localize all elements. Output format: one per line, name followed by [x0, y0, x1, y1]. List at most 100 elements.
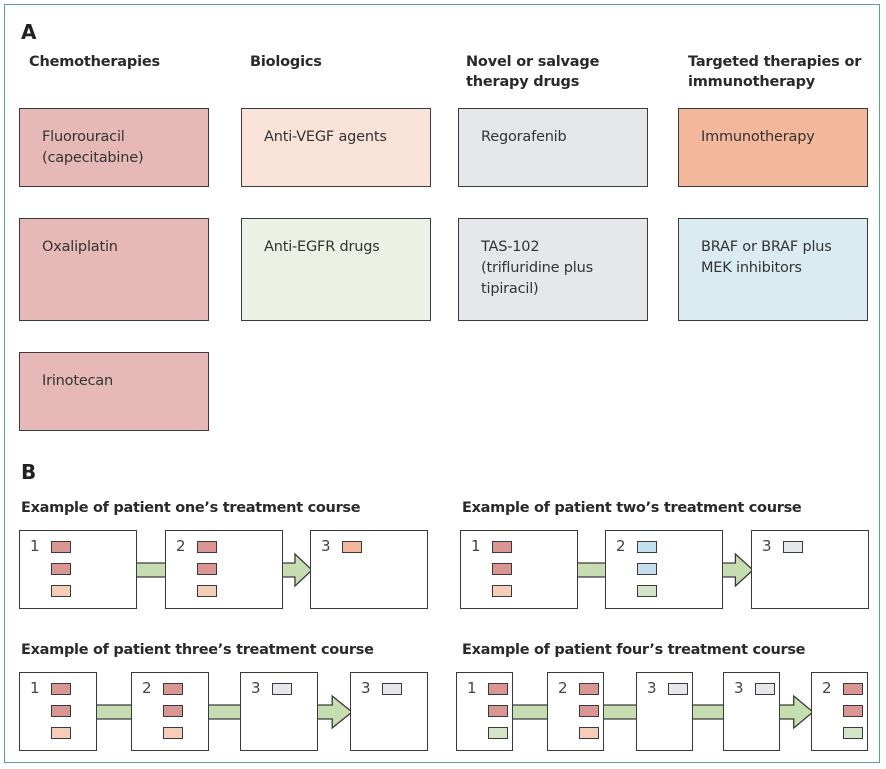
drug-name-line: Anti-VEGF agents	[264, 129, 387, 145]
line-number: 1	[471, 537, 481, 555]
bar-connector	[576, 561, 609, 578]
heading-line: immunotherapy	[688, 74, 816, 90]
patient-two-title: Example of patient two’s treatment cours…	[462, 500, 802, 516]
drug-chip-chemotherapy	[197, 541, 217, 553]
bar-shape	[135, 561, 169, 578]
drug-chip-salvage	[783, 541, 803, 553]
drug-box-regorafenib: Regorafenib	[458, 108, 648, 187]
treatment-line-box: 1	[19, 672, 97, 751]
drug-name-line: Regorafenib	[481, 129, 567, 145]
panel-a-label: A	[21, 20, 37, 44]
treatment-line-box: 3	[723, 672, 780, 751]
figure-frame	[4, 4, 880, 763]
drug-chip-chemotherapy	[488, 683, 508, 695]
heading-line: therapy drugs	[466, 74, 580, 90]
treatment-line-box: 3	[350, 672, 428, 751]
drug-box-immunotherapy: Immunotherapy	[678, 108, 868, 187]
drug-name-line: BRAF or BRAF plus	[701, 239, 832, 255]
drug-chip-chemotherapy	[843, 683, 863, 695]
drug-chip-anti-vegf	[197, 585, 217, 597]
arrow-connector	[281, 551, 313, 588]
line-number: 1	[30, 679, 40, 697]
drug-chip-salvage	[755, 683, 775, 695]
line-number: 2	[616, 537, 626, 555]
drug-name-line: Anti-EGFR drugs	[264, 239, 380, 255]
column-heading-biologics: Biologics	[250, 52, 322, 72]
drug-box-irinotecan: Irinotecan	[19, 352, 209, 431]
treatment-line-box: 2	[165, 530, 283, 609]
drug-chip-chemotherapy	[579, 705, 599, 717]
arrow-connector	[721, 552, 754, 587]
treatment-line-box: 3	[240, 672, 318, 751]
bar-shape	[511, 703, 551, 720]
column-heading-novel-salvage: Novel or salvage therapy drugs	[466, 52, 599, 92]
drug-chip-salvage	[668, 683, 688, 695]
treatment-line-box: 3	[310, 530, 428, 609]
drug-chip-anti-vegf	[51, 585, 71, 597]
treatment-line-box: 1	[456, 672, 513, 751]
bar-shape	[691, 703, 727, 720]
treatment-line-box: 2	[547, 672, 604, 751]
arrow-connector	[316, 694, 354, 729]
bar-shape	[95, 703, 135, 720]
drug-chip-chemotherapy	[843, 705, 863, 717]
arrow-connector	[778, 694, 815, 729]
drug-chip-chemotherapy	[197, 563, 217, 575]
treatment-line-box: 2	[131, 672, 209, 751]
drug-chip-anti-egfr	[843, 727, 863, 739]
bar-connector	[95, 703, 135, 720]
line-number: 2	[142, 679, 152, 697]
patient-one-title: Example of patient one’s treatment cours…	[21, 500, 361, 516]
drug-chip-immunotherapy	[342, 541, 362, 553]
drug-name-line: Immunotherapy	[701, 129, 815, 145]
line-number: 2	[558, 679, 568, 697]
drug-name-line: tipiracil)	[481, 281, 539, 297]
drug-name-line: (trifluridine plus	[481, 260, 593, 276]
patient-four-title: Example of patient four’s treatment cour…	[462, 642, 806, 658]
line-number: 3	[321, 537, 331, 555]
drug-box-braf-mek: BRAF or BRAF plus MEK inhibitors	[678, 218, 868, 321]
drug-name-line: TAS-102	[481, 239, 540, 255]
drug-chip-chemotherapy	[51, 683, 71, 695]
column-heading-targeted-immunotherapy: Targeted therapies or immunotherapy	[688, 52, 861, 92]
heading-line: Targeted therapies or	[688, 54, 862, 70]
column-heading-chemotherapies: Chemotherapies	[29, 52, 160, 72]
heading-line: Biologics	[250, 54, 322, 70]
drug-chip-chemotherapy	[163, 683, 183, 695]
drug-chip-chemotherapy	[492, 541, 512, 553]
drug-chip-anti-vegf	[579, 727, 599, 739]
drug-box-anti-vegf: Anti-VEGF agents	[241, 108, 431, 187]
heading-line: Novel or salvage	[466, 54, 600, 70]
drug-name-line: Oxaliplatin	[42, 239, 118, 255]
arrow-shape	[281, 551, 313, 588]
drug-chip-chemotherapy	[51, 541, 71, 553]
line-number: 1	[30, 537, 40, 555]
bar-shape	[602, 703, 640, 720]
drug-name-line: MEK inhibitors	[701, 260, 802, 276]
bar-connector	[135, 561, 169, 578]
drug-name-line: (capecitabine)	[42, 150, 144, 166]
drug-chip-anti-egfr	[637, 585, 657, 597]
bar-connector	[602, 703, 640, 720]
drug-chip-anti-vegf	[51, 727, 71, 739]
arrow-shape	[316, 694, 354, 729]
drug-box-tas-102: TAS-102 (trifluridine plus tipiracil)	[458, 218, 648, 321]
drug-chip-salvage	[382, 683, 402, 695]
drug-chip-chemotherapy	[492, 563, 512, 575]
drug-box-fluorouracil: Fluorouracil (capecitabine)	[19, 108, 209, 187]
panel-b-label: B	[21, 460, 37, 484]
line-number: 3	[251, 679, 261, 697]
heading-line: Chemotherapies	[29, 54, 160, 70]
bar-connector	[207, 703, 244, 720]
treatment-line-box: 3	[751, 530, 869, 609]
treatment-line-box: 3	[636, 672, 693, 751]
treatment-line-box: 1	[19, 530, 137, 609]
drug-chip-anti-egfr	[488, 727, 508, 739]
drug-name-line: Irinotecan	[42, 373, 113, 389]
line-number: 3	[647, 679, 657, 697]
line-number: 2	[822, 679, 832, 697]
line-number: 3	[361, 679, 371, 697]
drug-chip-braf-mek	[637, 563, 657, 575]
line-number: 2	[176, 537, 186, 555]
drug-chip-chemotherapy	[163, 705, 183, 717]
